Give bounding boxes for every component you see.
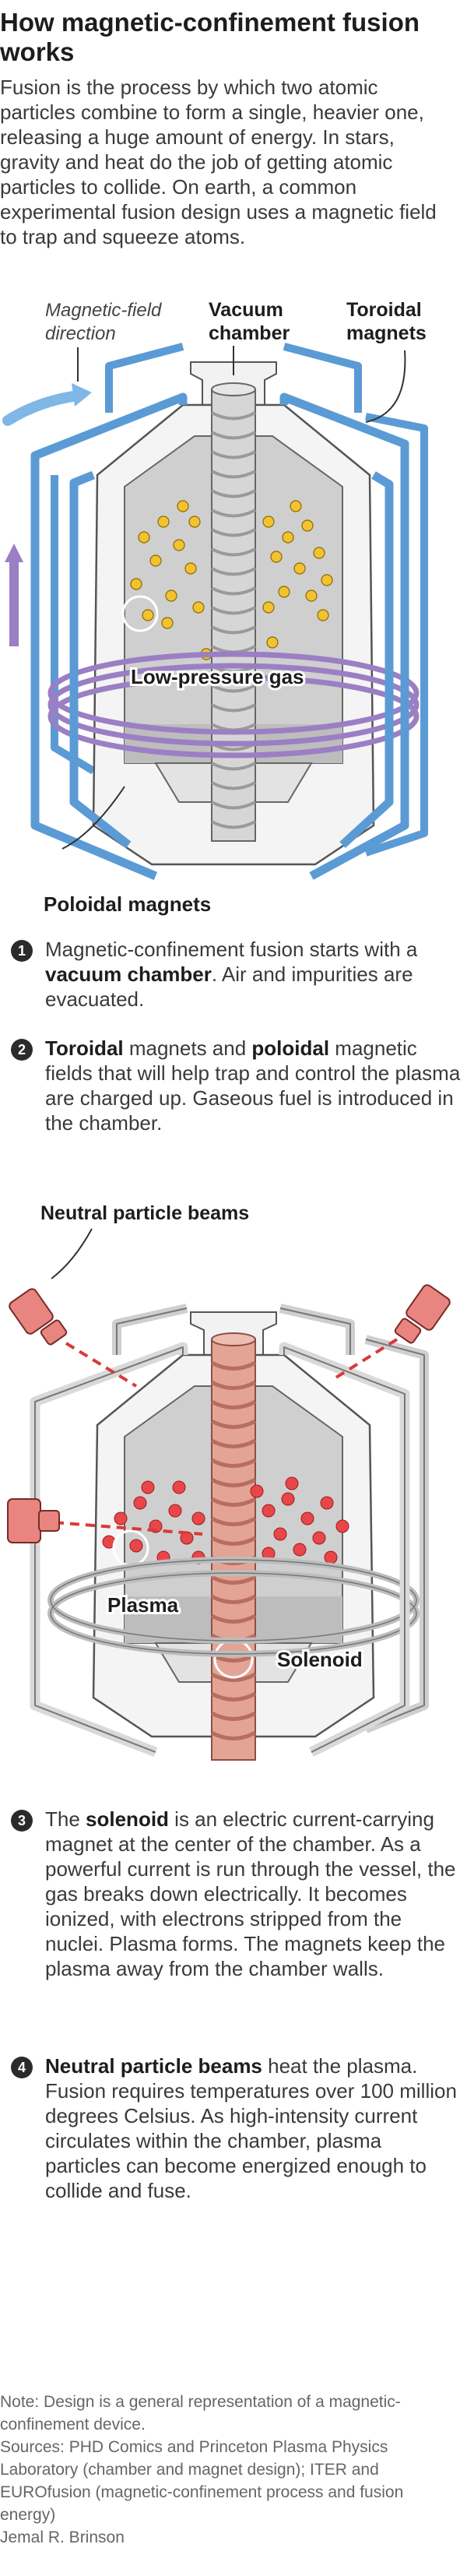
toroidal-magnets [30,392,409,881]
beam-injector-left-top [9,1288,68,1346]
label-solenoid: Solenoid [277,1648,363,1671]
field-direction-arrow [2,390,83,426]
label-vacuum-line1: Vacuum [209,299,283,321]
label-neutral-beams: Neutral particle beams [40,1202,249,1224]
label-vacuum-line2: chamber [209,322,290,344]
gas-particles [130,500,333,660]
step-3-text: The solenoid is an electric current-carr… [45,1807,456,1980]
gas-highlight-ring [121,595,159,632]
label-low-pressure-gas: Low-pressure gas [131,665,304,688]
label-poloidal-magnets: Poloidal magnets [44,892,211,916]
beam-injector-right-top [394,1284,451,1344]
label-field-direction-line2: direction [45,323,116,344]
step-1-text: Magnetic-confinement fusion starts with … [45,938,418,1011]
step-4-number: 4 [11,2057,33,2078]
page-title: How magnetic-confinement fusion works [0,8,420,66]
beam-injector-left-side [7,1498,60,1543]
step-1-number: 1 [11,940,33,962]
label-toroidal-line1: Toroidal [346,299,422,321]
plasma-chamber-diagram: Neutral particle beams [7,1202,451,1761]
plasma-particles [102,1476,349,1564]
label-toroidal-line2: magnets [346,322,427,344]
step-3-number: 3 [11,1810,33,1832]
poloidal-ring [47,651,420,758]
label-plasma: Plasma [107,1593,179,1617]
vertical-field-arrow [9,561,19,646]
step-2-text: Toroidal magnets and poloidal magnetic f… [45,1036,461,1135]
footer-sources: Sources: PHD Comics and Princeton Plasma… [0,2438,404,2524]
vacuum-chamber-diagram: Magnetic-field direction Vacuum chamber … [2,299,428,916]
intro-paragraph: Fusion is the process by which two atomi… [0,76,437,248]
solenoid-coil [210,1332,257,1761]
footer-note: Note: Design is a general representation… [0,2393,401,2433]
step-4-text: Neutral particle beams heat the plasma. … [45,2054,457,2202]
label-field-direction-line1: Magnetic-field [45,300,162,321]
footer-credit: Jemal R. Brinson [0,2528,125,2546]
step-2-number: 2 [11,1039,33,1061]
solenoid-column [211,382,256,842]
